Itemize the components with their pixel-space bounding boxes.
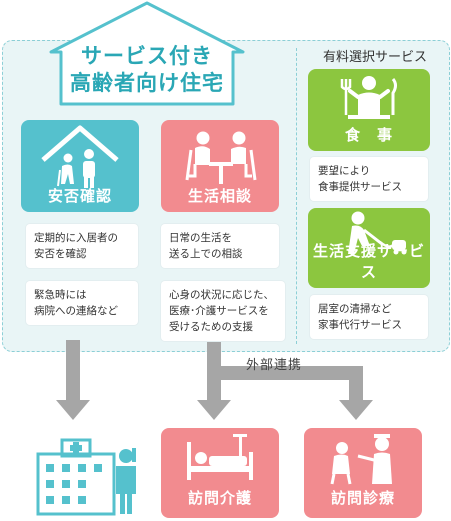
- hospital-doctor-icon: [36, 438, 136, 516]
- meal-label: 食 事: [344, 126, 393, 144]
- meal-service-card: 食 事: [308, 69, 430, 151]
- external-link-label: 外部連携: [246, 358, 303, 373]
- safety-note-2-line-1: 緊急時には: [34, 289, 87, 301]
- optional-services-title: 有料選択サービス: [322, 50, 427, 65]
- bed-patient-icon: [187, 434, 253, 480]
- arrow-external-shaft: [349, 366, 363, 402]
- life-support-label: 生活支援サービス: [312, 242, 425, 281]
- home-medical-label: 訪問診療: [330, 489, 395, 507]
- consult-note-1-line-2: 送る上での相談: [169, 248, 243, 260]
- consultation-icon: [185, 131, 257, 184]
- home-medical-card: 訪問診療: [304, 428, 422, 518]
- consult-note-2-line-2: 医療･介護サービスを: [169, 305, 269, 317]
- arrow-consult-head: [197, 400, 231, 420]
- consult-note-1-line-1: 日常の生活を: [169, 232, 232, 244]
- consult-note-1: 日常の生活を 送る上での相談: [161, 224, 279, 268]
- safety-note-1-line-1: 定期的に入居者の: [34, 232, 118, 244]
- house-outline-icon: [49, 1, 245, 106]
- arrow-consult-shaft: [207, 340, 221, 402]
- vacuum-cleaning-icon: [348, 211, 407, 255]
- life-support-card: 生活支援サービス: [308, 208, 430, 288]
- arrow-safety-head: [56, 400, 90, 420]
- meal-icon: [340, 76, 397, 119]
- life-consultation-label: 生活相談: [187, 187, 252, 205]
- safety-note-1: 定期的に入居者の 安否を確認: [26, 224, 138, 268]
- consult-note-2-line-3: 受けるための支援: [169, 321, 253, 333]
- housekeeping-note: 居室の清掃など 家事代行サービス: [310, 295, 428, 339]
- consult-note-2: 心身の状況に応じた、 医療･介護サービスを 受けるための支援: [161, 281, 285, 341]
- meal-note-line-2: 食事提供サービス: [318, 181, 402, 193]
- home-nursing-card: 訪問介護: [161, 428, 279, 518]
- optional-divider: [296, 48, 297, 344]
- title-line-2: 高齢者向け住宅: [70, 71, 224, 95]
- safety-note-2: 緊急時には 病院への連絡など: [26, 281, 138, 325]
- safety-check-card: 安否確認: [21, 120, 139, 212]
- safety-note-1-line-2: 安否を確認: [34, 248, 87, 260]
- meal-note-line-1: 要望により: [318, 165, 371, 177]
- life-consultation-card: 生活相談: [161, 120, 279, 212]
- caregiver-house-icon: [41, 125, 119, 188]
- home-nursing-label: 訪問介護: [187, 489, 252, 507]
- arrow-external-head: [339, 400, 373, 420]
- safety-note-2-line-2: 病院への連絡など: [34, 305, 118, 317]
- meal-note: 要望により 食事提供サービス: [310, 157, 428, 201]
- housekeeping-note-line-1: 居室の清掃など: [318, 303, 392, 315]
- title-line-1: サービス付き: [81, 44, 213, 68]
- arrow-safety-shaft: [66, 340, 80, 402]
- arrow-external-connector: [221, 366, 363, 380]
- consult-note-2-line-1: 心身の状況に応じた、: [169, 289, 274, 301]
- doctor-patient-icon: [330, 434, 392, 485]
- safety-check-label: 安否確認: [47, 187, 112, 205]
- housekeeping-note-line-2: 家事代行サービス: [318, 319, 402, 331]
